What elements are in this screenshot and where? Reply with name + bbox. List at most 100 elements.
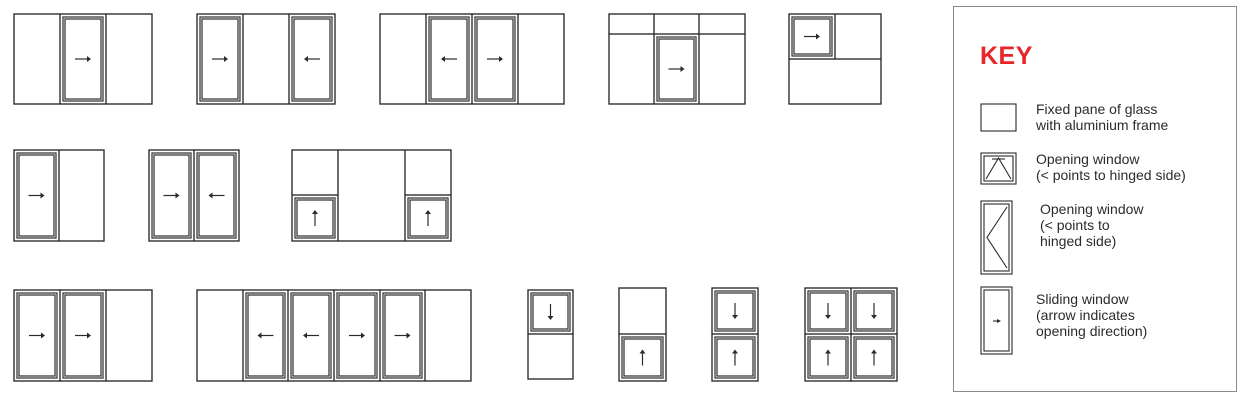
fixed-pane (105, 13, 153, 105)
fixed-pane (13, 13, 61, 105)
sliding-pane (288, 13, 336, 105)
sliding-sash (714, 290, 756, 332)
sliding-glass (623, 338, 662, 377)
sliding-sash (791, 16, 833, 57)
fixed-pane (517, 13, 565, 105)
sliding-sash (196, 152, 237, 239)
arrow-down-icon (825, 315, 831, 319)
arrow-right-icon (87, 332, 91, 339)
arrow-right-icon (680, 66, 685, 72)
fixed-pane (291, 149, 339, 196)
sliding-glass (18, 154, 55, 237)
arrow-up-icon (732, 349, 738, 354)
arrow-up-icon (639, 349, 646, 354)
fixed-pane (618, 287, 667, 335)
sliding-glass (18, 294, 56, 377)
sliding-pane (711, 333, 759, 382)
sliding-sash (853, 336, 895, 379)
fixed-pane (698, 33, 746, 105)
arrow-right-icon (361, 332, 365, 339)
sliding-sash (807, 290, 849, 332)
arrow-right-icon (406, 332, 411, 339)
sliding-glass (64, 294, 102, 377)
fixed-pane (379, 13, 427, 105)
arrow-up-icon (312, 210, 318, 214)
sliding-sash (714, 336, 756, 379)
arrow-right-icon (175, 192, 180, 199)
sliding-sash (294, 197, 336, 239)
window-configuration-12 (618, 287, 667, 382)
arrow-right-icon (816, 33, 820, 40)
window-configuration-7 (148, 149, 240, 242)
sliding-pane (291, 194, 339, 242)
arrow-left-icon (304, 56, 308, 62)
window-configuration-8 (291, 149, 452, 242)
window-configuration-1 (13, 13, 153, 105)
sliding-glass (855, 338, 893, 377)
window-frame (608, 13, 746, 105)
fixed-pane (698, 13, 746, 35)
arrow-down-icon (871, 315, 877, 319)
fixed-pane (404, 149, 452, 196)
sliding-glass (247, 294, 284, 377)
arrow-left-icon (303, 332, 307, 339)
fixed-pane (608, 13, 655, 35)
key-panel (953, 6, 1237, 392)
fixed-pane (608, 33, 655, 105)
sliding-glass (855, 292, 893, 330)
fixed-pane-icon (980, 103, 1017, 132)
window-configuration-5 (788, 13, 882, 105)
sliding-window-icon (980, 286, 1013, 355)
sliding-sash (291, 16, 333, 102)
sliding-sash (382, 292, 423, 379)
sliding-pane (404, 194, 452, 242)
side-hung-window-icon (980, 200, 1013, 275)
sliding-sash (245, 292, 286, 379)
key-label-fixed-pane: Fixed pane of glass with aluminium frame (1036, 101, 1169, 133)
sliding-sash (16, 152, 57, 239)
arrow-up-icon (425, 210, 431, 214)
fixed-pane (58, 149, 105, 242)
sliding-glass (338, 294, 376, 377)
fixed-pane (424, 289, 472, 382)
sliding-glass (716, 338, 754, 377)
sliding-glass (198, 154, 235, 237)
window-configuration-10 (196, 289, 472, 382)
sliding-sash (530, 292, 571, 332)
window-configuration-2 (196, 13, 336, 105)
window-configuration-4 (608, 13, 746, 105)
window-configuration-14 (804, 287, 898, 382)
sliding-pane (193, 149, 240, 242)
sliding-glass (793, 18, 831, 55)
fixed-pane (196, 289, 244, 382)
sliding-glass (201, 18, 239, 100)
fixed-pane (242, 13, 290, 105)
sliding-sash (621, 336, 664, 379)
sliding-glass (809, 338, 847, 377)
sliding-sash (474, 16, 516, 102)
sliding-glass (293, 18, 331, 100)
arrow-left-icon (441, 56, 445, 62)
top-hung-window-icon (980, 152, 1017, 185)
sliding-glass (384, 294, 421, 377)
sliding-sash (290, 292, 332, 379)
arrow-left-icon (208, 192, 213, 199)
fixed-pane (527, 333, 574, 380)
sliding-pane (618, 333, 667, 382)
sliding-sash (199, 16, 241, 102)
arrow-right-icon (224, 56, 228, 62)
arrow-right-icon (499, 56, 503, 62)
arrow-up-icon (825, 349, 831, 354)
fixed-pane (653, 13, 700, 35)
arrow-left-icon (257, 332, 262, 339)
sliding-sash (62, 16, 104, 102)
arrow-right-icon (87, 56, 91, 62)
arrow-right-icon (41, 332, 45, 339)
sliding-sash (853, 290, 895, 332)
sliding-sash (336, 292, 378, 379)
sliding-glass (532, 294, 569, 330)
fixed-pane (105, 289, 153, 382)
key-title: KEY (980, 42, 1033, 70)
sliding-sash (151, 152, 192, 239)
